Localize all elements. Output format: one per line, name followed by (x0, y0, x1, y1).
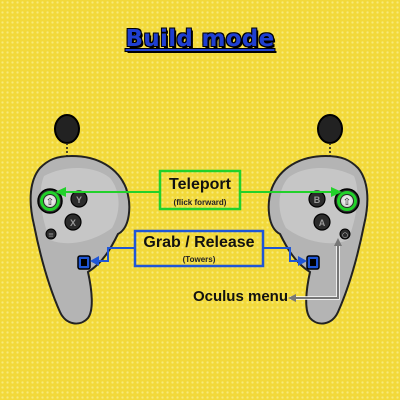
right-b-label: B (314, 195, 321, 205)
right-stick-glyph: ⇧ (343, 197, 351, 208)
left-x-label: X (70, 218, 76, 228)
right-tracking-ring-icon (317, 114, 343, 144)
left-x-button (64, 213, 82, 231)
oculus-glyph: ○ (342, 231, 348, 239)
grab-connector (90, 229, 307, 268)
oculus-connector (288, 238, 342, 302)
teleport-label: Teleport (169, 176, 231, 193)
menu-button-icon (45, 228, 57, 240)
grab-sublabel: (Towers) (182, 255, 216, 264)
oculus-button-icon (339, 228, 351, 240)
teleport-connector (55, 169, 342, 211)
menu-glyph: ≡ (48, 231, 54, 239)
left-stick-glyph: ⇧ (46, 197, 54, 208)
left-y-label: Y (76, 195, 82, 205)
page-title: Build mode (125, 26, 275, 52)
right-a-label: A (319, 218, 326, 228)
right-a-button (313, 213, 331, 231)
right-controller-icon (267, 114, 369, 325)
grab-label: Grab / Release (143, 234, 255, 251)
left-tracking-ring-icon (54, 114, 80, 144)
teleport-sublabel: (flick forward) (173, 198, 227, 207)
oculus-menu-label: Oculus menu (192, 288, 288, 305)
left-controller-icon (29, 114, 131, 325)
right-thumbstick-icon (334, 188, 360, 214)
left-thumbstick-icon (37, 188, 63, 214)
